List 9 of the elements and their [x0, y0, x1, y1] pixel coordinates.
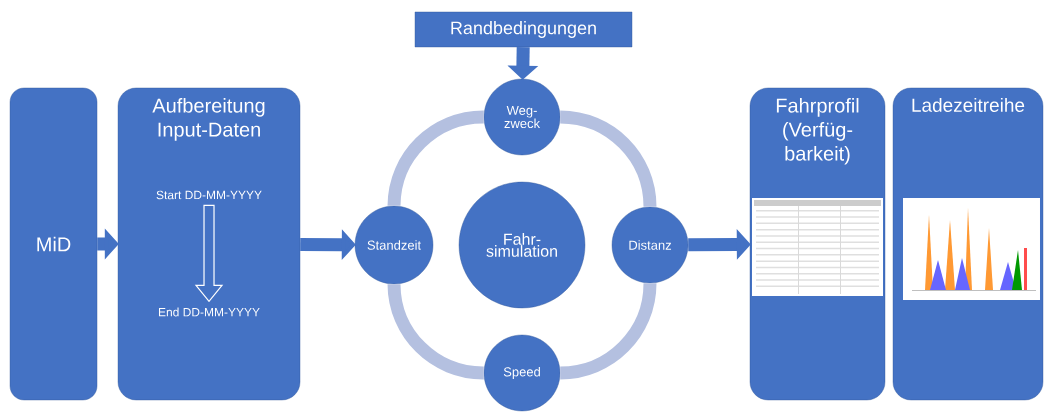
hollow-arrow	[194, 204, 224, 303]
date-text: Start DD-MM-YYYY	[156, 190, 262, 200]
ring-arc	[559, 110, 657, 208]
source-box: MiD	[9, 87, 98, 401]
ring-arc	[387, 110, 485, 207]
date-text: End DD-MM-YYYY	[159, 307, 260, 317]
ring-arc	[387, 283, 485, 380]
ring-arc	[559, 282, 657, 380]
header-box: Randbedingungen	[414, 11, 633, 48]
